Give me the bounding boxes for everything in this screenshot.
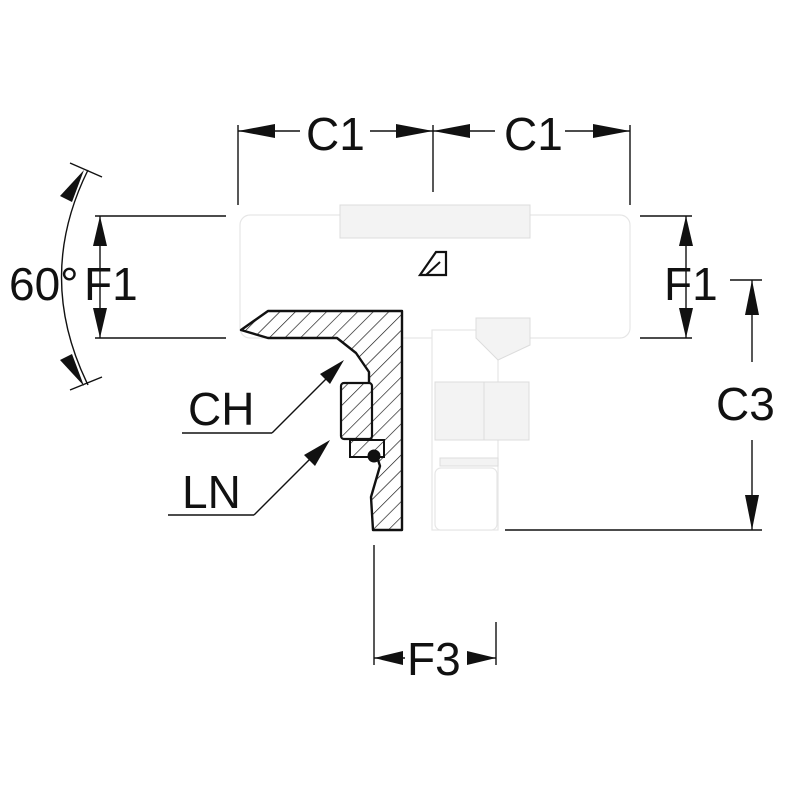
f1-left-label: F1 [84, 258, 138, 310]
tee-body [239, 204, 631, 531]
ch-label: CH [188, 383, 254, 435]
angle-label: 60° [9, 258, 79, 310]
ln-label: LN [182, 466, 241, 518]
cross-section [239, 309, 404, 532]
seal-ring [339, 381, 374, 441]
c1-left-label: C1 [306, 108, 365, 160]
f3-label: F3 [407, 633, 461, 685]
o-ring [367, 449, 381, 463]
c3-label: C3 [716, 378, 775, 430]
brand-logo-icon [417, 250, 448, 277]
c1-right-label: C1 [504, 108, 563, 160]
f1-right-label: F1 [664, 258, 718, 310]
